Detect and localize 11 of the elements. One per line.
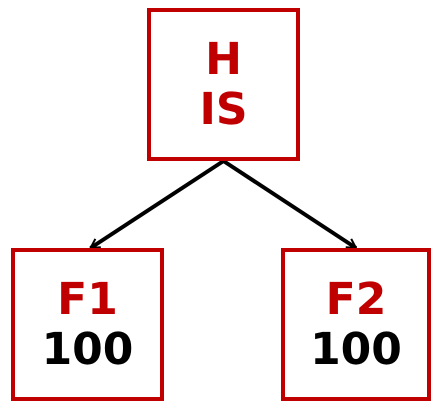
node-value: 100 bbox=[42, 324, 134, 374]
process-box bbox=[147, 8, 300, 161]
process-box bbox=[281, 248, 431, 401]
node-value: IS bbox=[199, 84, 248, 134]
node-title: F2 bbox=[326, 274, 386, 324]
node-value: 100 bbox=[310, 324, 402, 374]
node-title: H bbox=[205, 34, 242, 84]
arrow bbox=[89, 159, 225, 250]
arrow bbox=[222, 159, 358, 250]
process-box bbox=[11, 248, 164, 401]
node-title: F1 bbox=[57, 274, 118, 324]
